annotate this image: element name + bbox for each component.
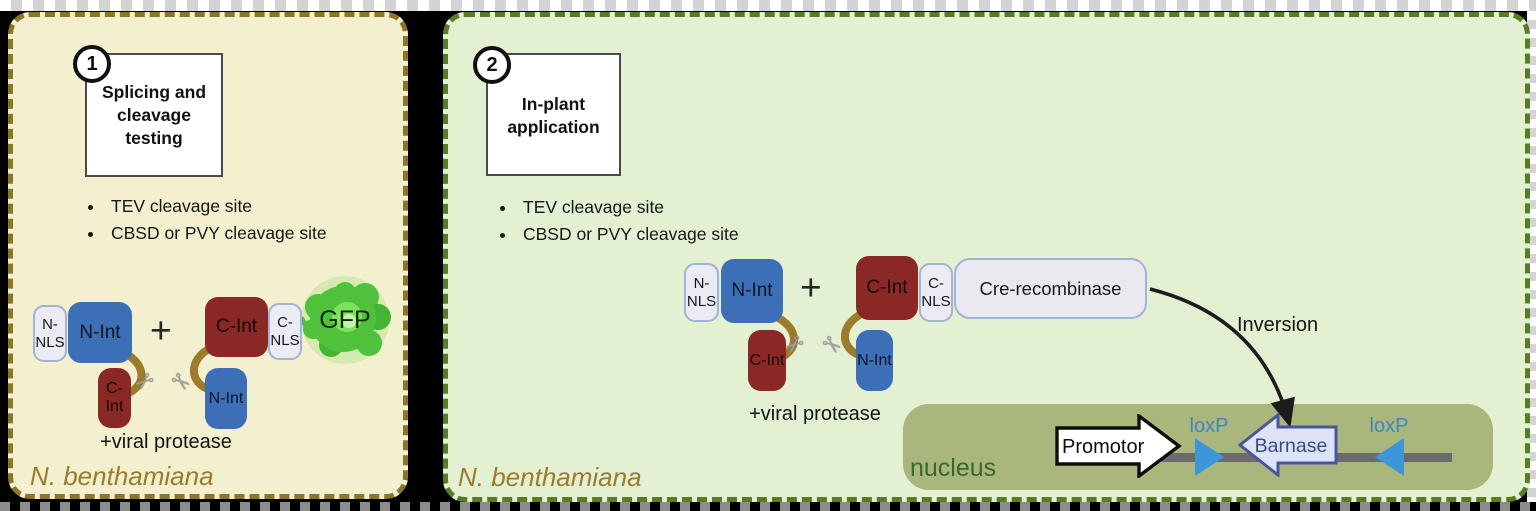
viral-protease-label: +viral protease — [100, 431, 232, 453]
loxp-site-icon — [1195, 438, 1224, 476]
c-int-label: C-Int — [866, 277, 908, 298]
c-int-label: C-Int — [105, 380, 124, 415]
nucleus-label: nucleus — [910, 454, 997, 482]
cre-recombinase-label: Cre-recombinase — [979, 277, 1122, 299]
promotor-label: Promotor — [1062, 436, 1145, 458]
c-int-label: C-Int — [215, 316, 258, 337]
n-int-label: N-Int — [79, 321, 121, 343]
scissors-icon: ✂ — [816, 328, 848, 362]
c-nls-label: C-NLS — [270, 314, 300, 349]
n-nls-box: N-NLS — [33, 305, 67, 362]
n-nls-label: N-NLS — [686, 275, 717, 310]
transparency-checker-bottom — [0, 502, 1536, 511]
n-int-small-box: N-Int — [205, 368, 247, 429]
list-item: TEV cleavage site — [105, 193, 393, 220]
list-item: TEV cleavage site — [517, 194, 815, 221]
transparency-checker-top — [0, 0, 1536, 11]
plus-sign: + — [800, 267, 822, 308]
c-int-label: C-Int — [749, 351, 785, 369]
transparency-checker-right — [1527, 11, 1536, 502]
n-int-label: N-Int — [731, 280, 773, 301]
scissors-icon: ✂ — [165, 365, 197, 399]
inversion-arrow — [1149, 287, 1295, 428]
species-label: N. benthamiana — [458, 462, 642, 492]
step-number: 1 — [86, 52, 98, 75]
step-number: 2 — [486, 53, 498, 76]
n-int-box: N-Int — [68, 302, 132, 363]
c-nls-box: C-NLS — [919, 263, 953, 322]
panel-title: In-plant application — [507, 94, 600, 137]
cleavage-site-list: TEV cleavage site CBSD or PVY cleavage s… — [495, 194, 815, 248]
panel-in-plant-application: 2 In-plant application TEV cleavage site… — [443, 12, 1530, 502]
gfp-label: GFP — [319, 306, 371, 334]
inversion-label: Inversion — [1237, 314, 1319, 336]
panel-splicing-testing: 1 Splicing and cleavage testing TEV clea… — [8, 12, 408, 499]
loxp-label: loxP — [1189, 415, 1229, 437]
loxp-label: loxP — [1369, 415, 1409, 437]
viral-protease-label: +viral protease — [749, 403, 881, 425]
cre-recombinase-box: Cre-recombinase — [954, 258, 1147, 319]
barnase-label: Barnase — [1254, 435, 1328, 457]
promotor-arrow — [1055, 414, 1182, 478]
step-number-badge: 1 — [73, 45, 111, 83]
c-int-box: C-Int — [856, 256, 918, 320]
step-number-badge: 2 — [473, 46, 511, 84]
c-nls-box: C-NLS — [268, 303, 302, 360]
plus-sign: + — [150, 310, 172, 351]
n-nls-label: N-NLS — [35, 316, 65, 351]
n-int-label: N-Int — [857, 351, 892, 369]
n-nls-box: N-NLS — [684, 263, 719, 322]
c-int-small-box: C-Int — [98, 368, 131, 428]
n-int-small-box: N-Int — [856, 330, 893, 391]
c-int-box: C-Int — [205, 297, 268, 357]
cleavage-site-list: TEV cleavage site CBSD or PVY cleavage s… — [83, 193, 393, 247]
list-item: CBSD or PVY cleavage site — [517, 221, 815, 248]
panel-title: Splicing and cleavage testing — [101, 82, 207, 148]
n-int-box: N-Int — [721, 259, 783, 323]
loxp-site-icon — [1375, 438, 1404, 476]
list-item: CBSD or PVY cleavage site — [105, 220, 393, 247]
c-nls-label: C-NLS — [921, 275, 951, 310]
n-int-label: N-Int — [208, 389, 244, 407]
species-label: N. benthamiana — [30, 461, 214, 491]
scissors-icon: ✂ — [128, 365, 161, 399]
